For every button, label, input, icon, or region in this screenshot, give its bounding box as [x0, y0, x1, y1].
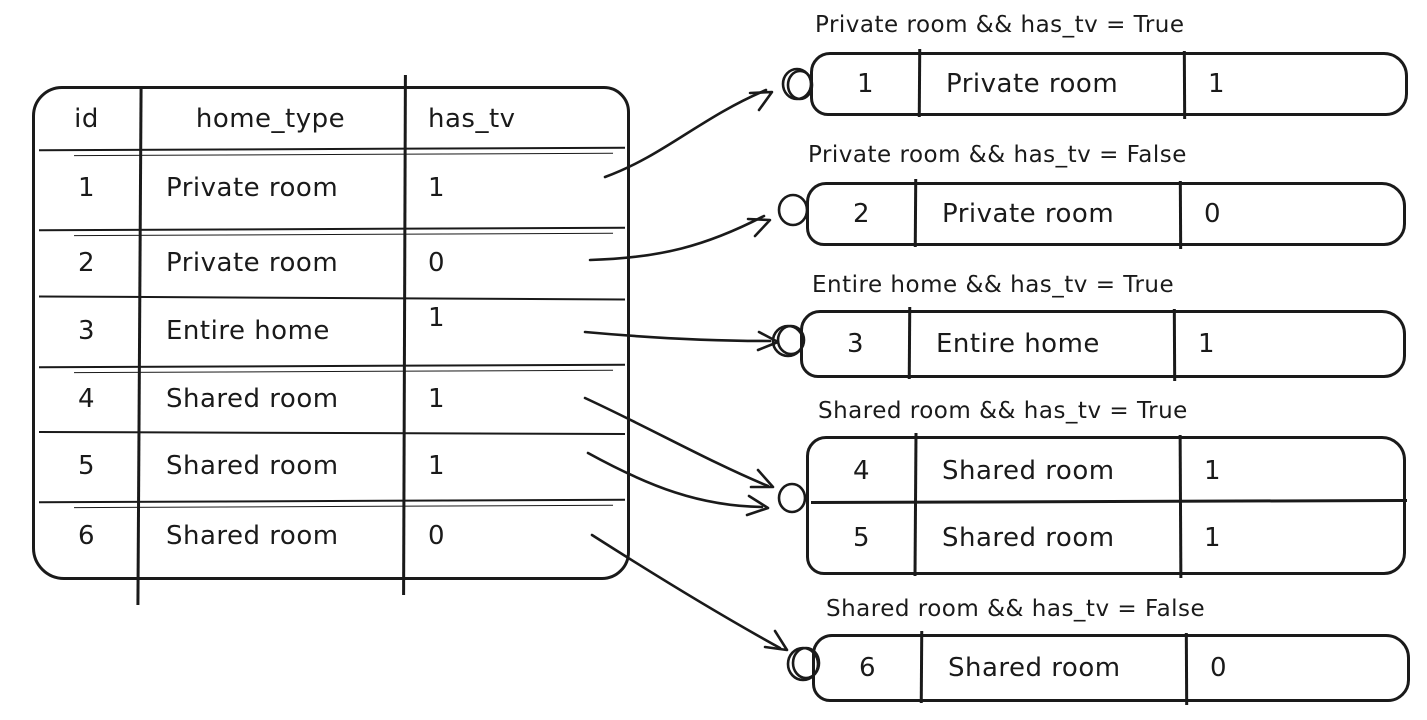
cell-has-tv: 1 [428, 383, 446, 414]
group-label: Private room && has_tv = False [808, 142, 1187, 168]
cell-home-type: Shared room [942, 456, 1115, 486]
cell-id: 5 [852, 523, 871, 553]
cell-has-tv: 0 [1210, 653, 1228, 683]
cell-home-type: Shared room [166, 521, 339, 551]
cell-has-tv: 0 [428, 247, 446, 278]
cell-has-tv: 0 [428, 521, 446, 551]
group-row: 3 Entire home 1 [803, 313, 1403, 375]
source-table-header-row: id home_type has_tv [35, 89, 627, 148]
group2-anchor-circle [777, 193, 809, 227]
group-label: Shared room && has_tv = False [826, 596, 1206, 622]
group-row: 5 Shared room 1 [809, 503, 1403, 573]
group-row: 2 Private room 0 [809, 185, 1403, 243]
header-has-tv: has_tv [428, 103, 516, 134]
table-row: 6 Shared room 0 [35, 500, 627, 572]
cell-home-type: Private room [166, 173, 339, 203]
cell-id: 2 [852, 199, 871, 229]
group1-anchor-circle [781, 67, 813, 101]
cell-home-type: Private room [166, 247, 339, 278]
group-row: 4 Shared room 1 [809, 439, 1403, 503]
group-row: 1 Private room 1 [813, 55, 1405, 113]
table-row: 4 Shared room 1 [35, 365, 627, 432]
group3-anchor-circle [771, 324, 805, 358]
cell-has-tv: 1 [1204, 456, 1222, 486]
arrow-row1-to-group1 [603, 67, 814, 179]
group-box: 4 Shared room 1 5 Shared room 1 [806, 432, 1408, 579]
group-box: 3 Entire home 1 [800, 306, 1406, 382]
cell-id: 3 [77, 316, 96, 346]
table-row: 2 Private room 0 [35, 228, 627, 297]
cell-home-type: Entire home [166, 316, 330, 346]
cell-home-type: Shared room [166, 451, 339, 481]
cell-has-tv: 1 [428, 451, 446, 481]
cell-home-type: Entire home [936, 329, 1100, 359]
cell-home-type: Shared room [166, 383, 339, 414]
cell-id: 4 [852, 456, 871, 486]
table-row: 1 Private room 1 [35, 148, 627, 228]
cell-id: 6 [77, 521, 96, 551]
cell-has-tv: 1 [1204, 523, 1222, 553]
cell-has-tv: 0 [1204, 199, 1222, 229]
header-id: id [74, 103, 99, 134]
group-row: 6 Shared room 0 [815, 637, 1407, 699]
cell-home-type: Shared room [948, 653, 1121, 683]
cell-home-type: Private room [942, 199, 1115, 229]
cell-id: 3 [846, 329, 865, 359]
cell-has-tv: 1 [428, 173, 446, 203]
group-label: Shared room && has_tv = True [818, 398, 1188, 424]
table-row: 5 Shared room 1 [35, 432, 627, 500]
group-label: Entire home && has_tv = True [812, 272, 1175, 298]
cell-id: 4 [77, 383, 96, 414]
cell-home-type: Shared room [942, 523, 1115, 553]
group4-anchor-circle [777, 482, 807, 514]
cell-id: 5 [77, 451, 96, 481]
group-box: 1 Private room 1 [810, 48, 1408, 120]
table-row: 3 Entire home 1 [35, 297, 627, 365]
cell-id: 1 [856, 69, 875, 99]
header-home-type: home_type [195, 103, 346, 134]
cell-home-type: Private room [946, 69, 1119, 99]
group-box: 6 Shared room 0 [812, 630, 1410, 706]
cell-has-tv: 1 [1208, 69, 1226, 99]
cell-id: 6 [858, 653, 877, 683]
group-box: 2 Private room 0 [806, 178, 1406, 250]
group-label: Private room && has_tv = True [815, 12, 1185, 38]
cell-has-tv: 1 [1198, 329, 1216, 359]
cell-id: 1 [77, 173, 96, 203]
source-table: id home_type has_tv 1 Private room 1 2 P… [32, 74, 630, 606]
cell-has-tv: 1 [428, 303, 446, 333]
cell-id: 2 [77, 247, 96, 278]
